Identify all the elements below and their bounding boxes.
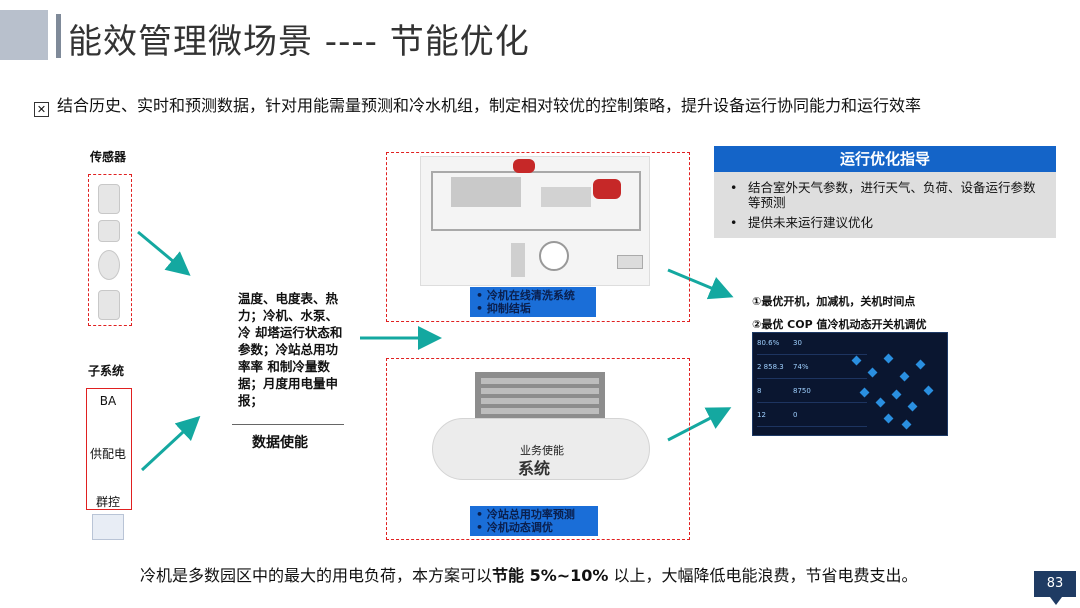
dashboard-metric: 0 <box>793 411 867 427</box>
cloud-label-big: 系统 <box>518 459 551 478</box>
footer-before: 冷机是多数园区中的最大的用电负荷，本方案可以 <box>140 566 493 585</box>
subsystem-label: 子系统 <box>88 364 125 378</box>
cloud-label-small: 业务使能 <box>520 444 564 457</box>
dashboard-metric: 30 <box>793 339 867 355</box>
intro-bullet: ✕ 结合历史、实时和预测数据，针对用能需量预测和冷水机组，制定相对较优的控制策略，… <box>34 92 922 117</box>
heat-exchanger <box>451 177 521 207</box>
subsystem-item-ba: BA <box>99 394 117 408</box>
condenser <box>541 187 591 207</box>
arrow-business <box>667 407 732 442</box>
air-compressor-icon <box>617 255 643 269</box>
guide-item: 提供未来运行建议优化 <box>730 215 1046 230</box>
optimization-item-2: ②最优 COP 值冷机动态开关机调优 <box>752 318 927 331</box>
arrow-chiller <box>667 268 734 300</box>
chiller-bullet: 冷机在线清洗系统 <box>476 289 590 302</box>
checkbox-icon: ✕ <box>34 102 49 117</box>
chiller-bullet: 抑制结垢 <box>476 302 590 315</box>
guide-item: 结合室外天气参数，进行天气、负荷、设备运行参数等预测 <box>730 180 1046 210</box>
footer-after: 以上，大幅降低电能浪费，节省电费支出。 <box>608 566 918 585</box>
guide-header: 运行优化指导 <box>714 146 1056 172</box>
footer-text: 冷机是多数园区中的最大的用电负荷，本方案可以节能 5%~10% 以上，大幅降低电… <box>140 562 918 586</box>
arrow-subsystem <box>140 415 201 472</box>
cloud-icon <box>432 418 650 480</box>
compressor-icon <box>593 179 621 199</box>
chiller-panel <box>386 152 690 322</box>
sensor-device-icon <box>98 184 120 214</box>
electric-meter-icon <box>98 290 120 320</box>
title-decoration <box>0 10 48 60</box>
chiller-diagram <box>420 156 650 286</box>
camera-icon <box>98 220 120 242</box>
business-panel <box>386 358 690 540</box>
chiller-bullets: 冷机在线清洗系统 抑制结垢 <box>470 287 596 317</box>
sensors-box <box>88 174 132 326</box>
data-usage-label: 数据使能 <box>252 435 308 451</box>
pump-icon <box>511 243 525 277</box>
sensors-label: 传感器 <box>90 150 127 164</box>
optimization-item-1: ①最优开机，加减机，关机时间点 <box>752 295 916 308</box>
business-bullet: 冷机动态调优 <box>476 521 592 534</box>
intro-text: 结合历史、实时和预测数据，针对用能需量预测和冷水机组，制定相对较优的控制策略，提… <box>57 96 922 115</box>
gauge-icon <box>539 241 569 271</box>
pipe-loop <box>431 171 641 231</box>
footer-highlight: 节能 5%~10% <box>492 566 609 585</box>
dashboard-metric: 8750 <box>793 387 867 403</box>
data-usage-divider <box>232 424 344 425</box>
subsystem-item-power: 供配电 <box>89 447 126 461</box>
business-bullets: 冷站总用功率预测 冷机动态调优 <box>470 506 598 536</box>
smoke-detector-icon <box>98 250 120 280</box>
ball-tank-icon <box>513 159 535 173</box>
page-title: 能效管理微场景 ---- 节能优化 <box>68 22 530 62</box>
dashboard-screenshot: 80.6% 30 2 858.3 74% 8 8750 12 0 <box>752 332 948 436</box>
title-accent-bar <box>56 14 61 58</box>
logo-icon <box>92 514 124 540</box>
subsystem-item-group: 群控 <box>95 495 120 509</box>
arrow-sensors <box>137 230 191 276</box>
data-usage-text: 温度、电度表、热力；冷机、水泵、冷 却塔运行状态和 参数；冷站总用功率率 和制冷… <box>238 291 343 408</box>
page-number: 83 <box>1034 571 1076 605</box>
subsystem-box <box>86 388 132 510</box>
dashboard-metric: 74% <box>793 363 867 379</box>
guide-body: 结合室外天气参数，进行天气、负荷、设备运行参数等预测 提供未来运行建议优化 <box>714 172 1056 238</box>
business-bullet: 冷站总用功率预测 <box>476 508 592 521</box>
